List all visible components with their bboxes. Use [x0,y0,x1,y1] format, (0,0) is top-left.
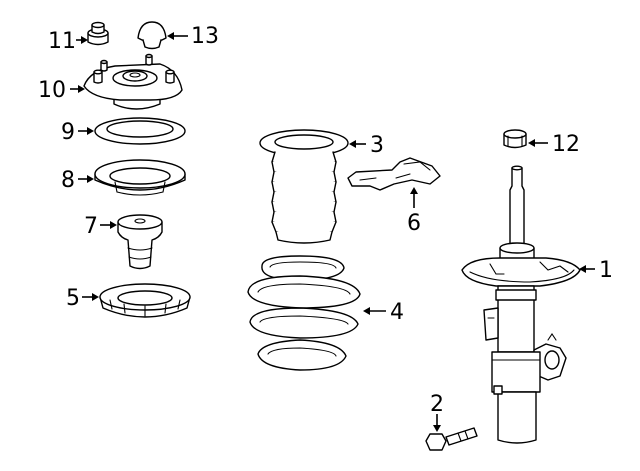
callout-4: 4 [390,300,404,325]
callout-12: 12 [552,132,580,157]
part-7-bump-stop [117,214,163,270]
callout-5: 5 [66,286,80,311]
callout-2: 2 [430,392,444,417]
callout-9: 9 [61,120,75,145]
part-1-strut-assembly [461,165,581,444]
part-13-cap [137,21,167,50]
part-11-nut [87,21,109,46]
callout-7: 7 [84,214,98,239]
part-3-dust-boot [259,129,349,244]
part-8-seat [94,159,186,196]
callout-13: 13 [191,24,219,49]
callout-11: 11 [48,29,76,54]
callout-1: 1 [599,258,613,283]
part-10-upper-mount [83,53,183,110]
part-4-coil-spring [247,255,361,371]
callout-labels: 11 13 10 9 8 7 5 3 4 6 12 1 2 [38,24,613,417]
callout-10: 10 [38,78,66,103]
part-5-bearing [99,283,191,318]
callout-3: 3 [370,133,384,158]
part-6-bracket [347,157,441,191]
callout-8: 8 [61,168,75,193]
part-12-nut [503,129,527,149]
part-2-bolt [425,427,478,451]
part-9-ring [94,117,186,145]
leader-arrows [70,32,595,432]
callout-6: 6 [407,211,421,236]
